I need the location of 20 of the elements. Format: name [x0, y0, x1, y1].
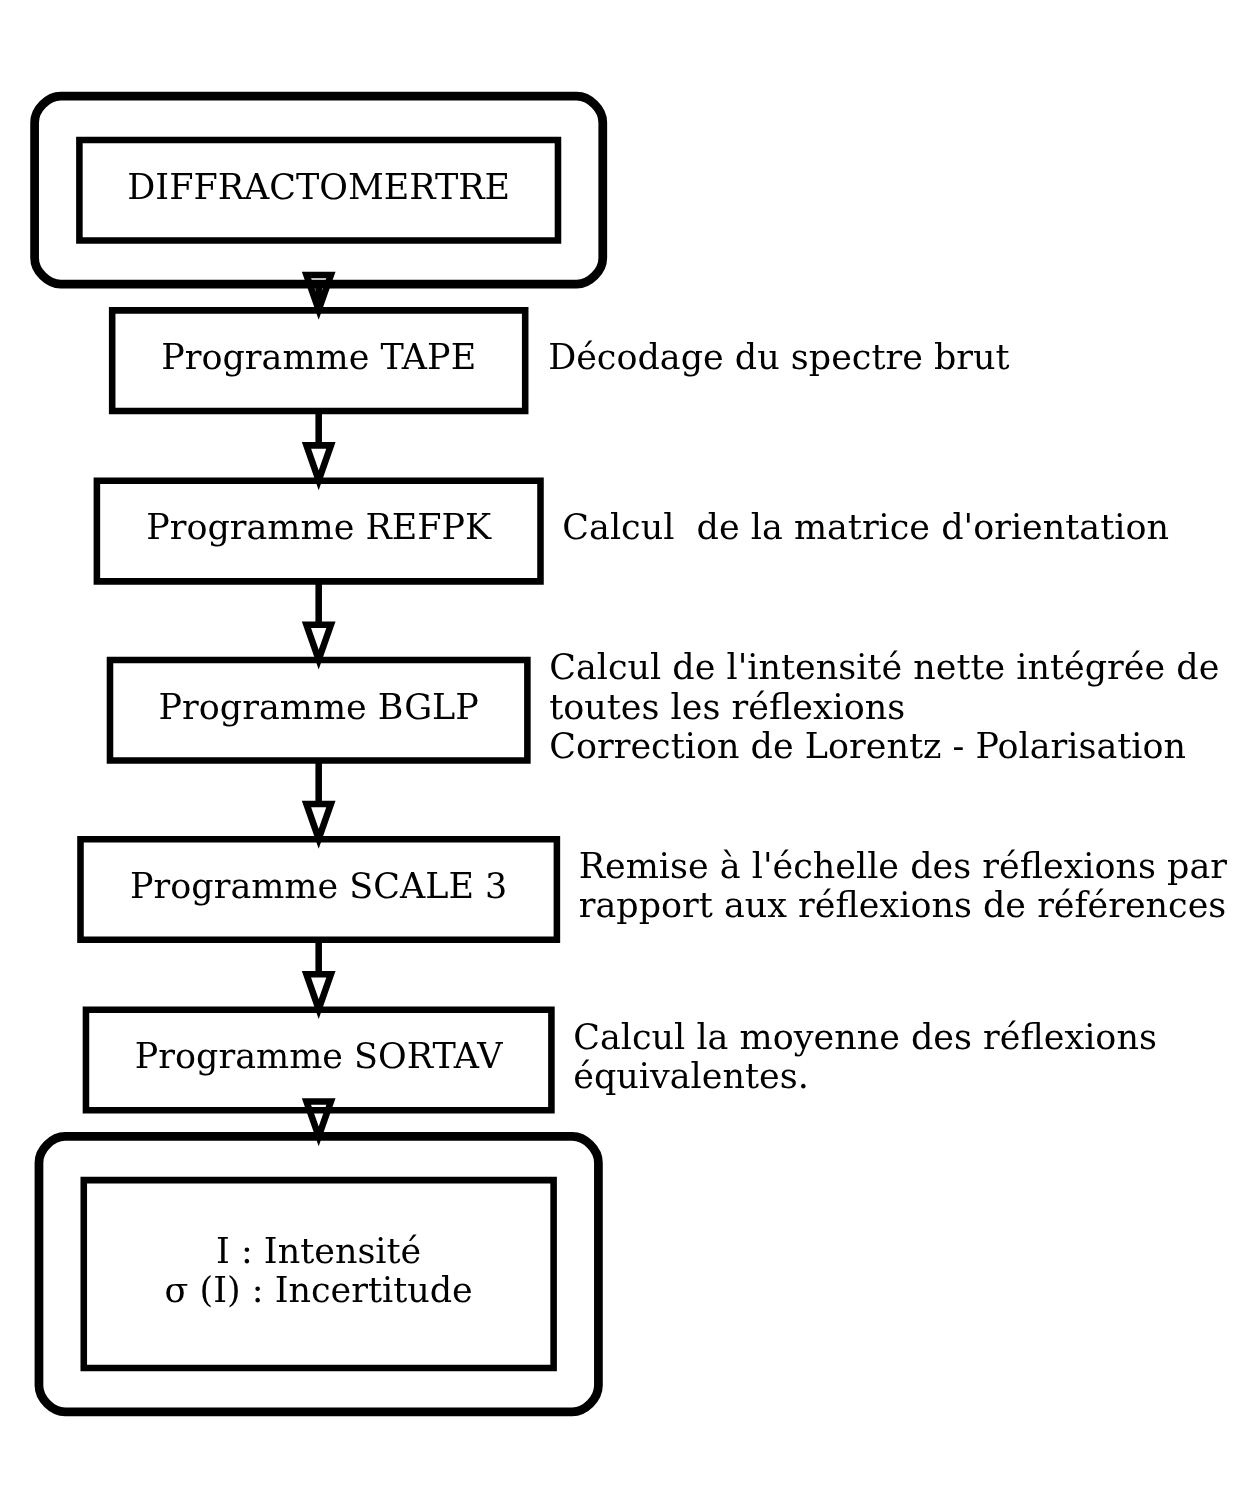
arrow [301, 940, 336, 1020]
node-box: Programme BGLP [106, 656, 531, 764]
cluster [30, 91, 608, 289]
cluster [34, 1132, 603, 1417]
node-label: Correction de Lorentz - Polarisation [549, 725, 1187, 766]
node-box: Programme SCALE 3 [77, 835, 561, 944]
node-box: Programme TAPE [108, 307, 529, 415]
node-label: Calcul de l'intensité nette intégrée de toutes les réflexions [549, 647, 1220, 727]
node-box: DIFFRACTOMERTRE [76, 136, 562, 244]
node-label: Calcul de la matrice d'orientation [562, 507, 1169, 548]
node-label: Calcul la moyenne des réflexions équivalentes. [573, 1016, 1157, 1096]
arrow [301, 1098, 336, 1147]
arrow [301, 581, 336, 670]
arrow [301, 271, 336, 320]
node-box: Programme REFPK [93, 477, 544, 585]
node-label: Remise à l'échelle des réflexions par rapport aux réflexions de références [578, 846, 1228, 926]
node-label: Décodage du spectre brut [548, 336, 1010, 377]
arrow [301, 761, 336, 849]
node-box: I : Intensité σ (I) : Incertitude [80, 1176, 557, 1372]
arrow [301, 411, 336, 491]
